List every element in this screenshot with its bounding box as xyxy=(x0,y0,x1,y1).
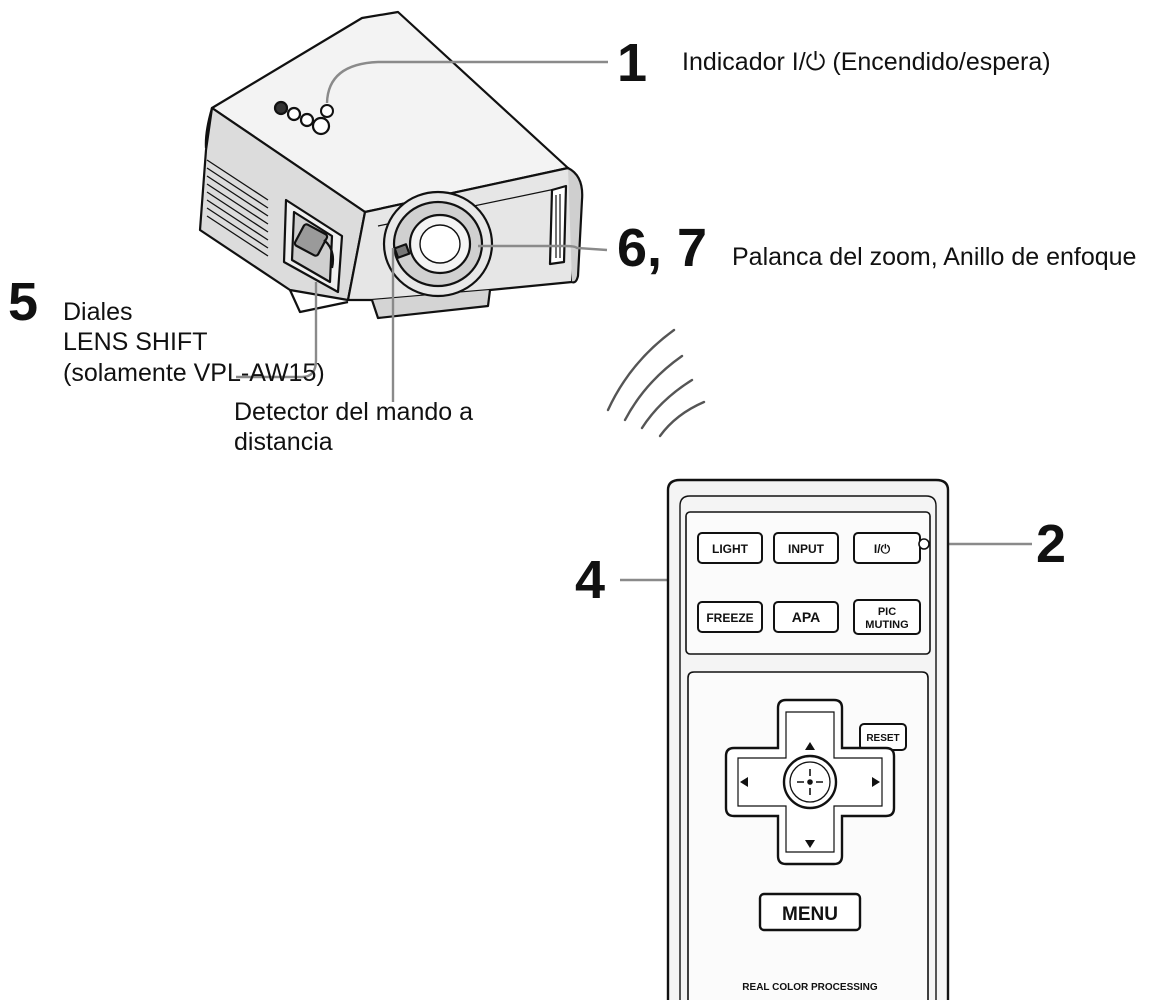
callout-number-5: 5 xyxy=(8,272,38,332)
enter-button[interactable] xyxy=(782,754,838,810)
reset-button-label: RESET xyxy=(866,733,899,744)
label-remote-detector-line2: distancia xyxy=(234,428,333,456)
callout-number-1: 1 xyxy=(617,33,647,93)
menu-button-label: MENU xyxy=(782,904,838,925)
power-button-label: I/⏻ xyxy=(874,542,891,556)
arrow-left-icon[interactable] xyxy=(740,777,748,787)
reset-button[interactable]: RESET xyxy=(859,723,907,751)
pic-muting-label-line1: PIC xyxy=(878,606,896,618)
callout-number-6-7: 6, 7 xyxy=(617,218,707,278)
enter-icon xyxy=(797,769,823,795)
apa-button-label: APA xyxy=(792,609,821,625)
freeze-button[interactable]: FREEZE xyxy=(697,601,763,633)
input-button[interactable]: INPUT xyxy=(773,532,839,564)
arrow-up-icon[interactable] xyxy=(805,742,815,750)
pic-muting-button[interactable]: PIC MUTING xyxy=(853,599,921,635)
ir-signal-icon xyxy=(606,328,706,438)
power-indicator-dot xyxy=(918,538,930,550)
apa-button[interactable]: APA xyxy=(773,601,839,633)
label-power-indicator: Indicador I/⏻ (Encendido/espera) xyxy=(682,48,1051,76)
label-lens-shift-line2: LENS SHIFT xyxy=(63,328,207,356)
input-button-label: INPUT xyxy=(788,542,825,556)
label-remote-detector-line1: Detector del mando a xyxy=(234,398,473,426)
label-zoom-focus: Palanca del zoom, Anillo de enfoque xyxy=(732,243,1136,271)
power-button[interactable]: I/⏻ xyxy=(853,532,930,564)
callout-number-4: 4 xyxy=(575,550,605,610)
remote-brand-text: REAL COLOR PROCESSING xyxy=(742,982,878,993)
pic-muting-label-line2: MUTING xyxy=(865,619,908,631)
arrow-down-icon[interactable] xyxy=(805,840,815,848)
light-button-label: LIGHT xyxy=(712,542,749,556)
menu-button[interactable]: MENU xyxy=(758,892,862,932)
label-lens-shift-line3: (solamente VPL-AW15) xyxy=(63,359,325,387)
projector-illustration xyxy=(198,10,584,320)
light-button[interactable]: LIGHT xyxy=(697,532,763,564)
power-indicator-lamp xyxy=(320,104,334,118)
label-lens-shift-line1: Diales xyxy=(63,298,132,326)
arrow-right-icon[interactable] xyxy=(872,777,880,787)
callout-number-2: 2 xyxy=(1036,514,1066,574)
freeze-button-label: FREEZE xyxy=(706,611,753,625)
